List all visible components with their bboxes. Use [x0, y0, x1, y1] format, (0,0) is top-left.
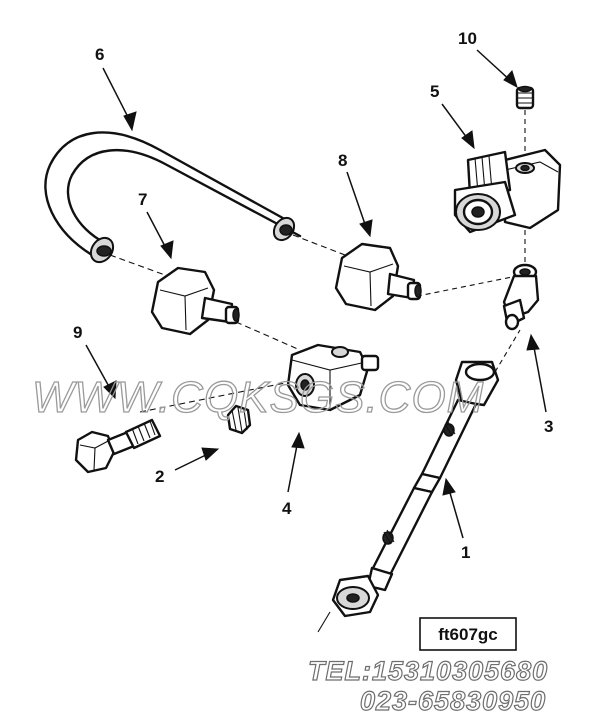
figure-code: ft607gc [438, 625, 498, 644]
callout-1: 1 [461, 543, 470, 562]
watermark-site: WWW.CQKSGS.COM [32, 373, 484, 422]
watermark: WWW.CQKSGS.COM TEL:15310305680 023-65830… [31, 372, 548, 716]
figure-code-box: ft607gc [419, 617, 517, 651]
part-9-banjo-bolt [74, 418, 162, 474]
part-1-fuel-line [331, 360, 500, 618]
callout-7: 7 [138, 190, 147, 209]
callout-5: 5 [430, 82, 439, 101]
part-7-hex-nut-fitting [150, 266, 240, 336]
callout-10: 10 [458, 29, 477, 48]
callout-4: 4 [282, 499, 292, 518]
callout-labels: 1 2 3 4 5 6 7 8 9 10 [73, 29, 553, 562]
watermark-tel: TEL:15310305680 [308, 656, 548, 686]
callout-3: 3 [544, 417, 553, 436]
part-5-elbow-body [453, 148, 562, 234]
callout-2: 2 [155, 467, 164, 486]
part-2-plug [226, 404, 252, 435]
callout-8: 8 [338, 151, 347, 170]
part-6-u-tube [44, 131, 302, 264]
part-10-set-screw [515, 85, 535, 110]
watermark-phone: 023-65830950 [360, 686, 546, 716]
part-3-elbow-fitting [502, 263, 540, 331]
part-4-tee-fitting [286, 343, 380, 412]
callout-6: 6 [95, 45, 104, 64]
callout-9: 9 [73, 323, 82, 342]
leader-lines [85, 49, 547, 539]
part-8-hex-nut-fitting [334, 242, 422, 312]
